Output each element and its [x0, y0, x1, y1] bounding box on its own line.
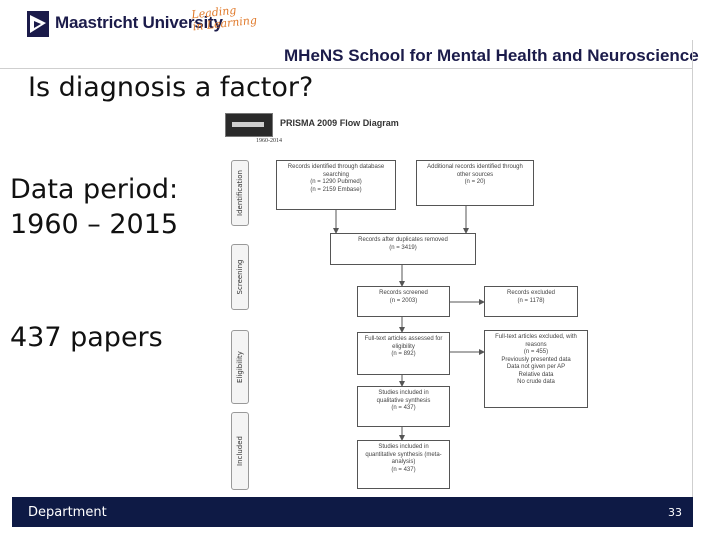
box-line: (n = 892)	[391, 351, 416, 357]
box-line: analysis)	[391, 459, 416, 465]
school-name: MHeNS School for Mental Health and Neuro…	[284, 46, 699, 65]
box-line: (n = 2159 Embase)	[310, 186, 362, 193]
prisma-thumbnail-image	[225, 113, 273, 137]
box-line: (n = 437)	[391, 405, 416, 411]
box-line: Relative data	[518, 371, 554, 378]
box-line: Records identified through database	[287, 164, 385, 170]
box-quantitative-synthesis: Studies included in quantitative synthes…	[357, 440, 450, 489]
box-line: Studies included in	[378, 390, 429, 396]
stage-label: Identification	[236, 170, 244, 216]
stage-included: Included	[231, 412, 249, 490]
box-line: Studies included in	[378, 444, 429, 450]
university-name: Maastricht University	[55, 13, 223, 32]
stage-label: Included	[236, 436, 244, 466]
stage-label: Screening	[236, 259, 244, 295]
box-line: Data not given per AP	[506, 364, 566, 370]
box-line: Full-text articles excluded, with	[495, 334, 577, 340]
footer-bar: Department 33	[12, 497, 693, 527]
box-line: Records after duplicates removed	[358, 237, 448, 243]
box-line: (n = 1290 Pubmed)	[310, 179, 362, 185]
box-line: Additional records identified through	[427, 164, 523, 170]
box-after-duplicates: Records after duplicates removed (n = 34…	[330, 233, 476, 265]
box-line: other sources	[456, 171, 494, 178]
box-line: Full-text articles assessed for	[364, 336, 443, 342]
tagline: Leading in Learning	[191, 3, 258, 34]
box-line: Records excluded	[506, 290, 556, 296]
box-line: Records screened	[379, 290, 428, 296]
data-period-range: 1960 – 2015	[10, 209, 179, 240]
slide-title: Is diagnosis a factor?	[28, 72, 314, 103]
right-divider	[692, 40, 693, 500]
box-additional-records: Additional records identified through ot…	[416, 160, 534, 206]
stage-screening: Screening	[231, 244, 249, 310]
box-line: qualitative synthesis	[376, 397, 431, 404]
papers-count: 437 papers	[10, 322, 163, 353]
page-number: 33	[668, 506, 682, 519]
box-line: (n = 437)	[391, 466, 416, 473]
box-records-identified: Records identified through database sear…	[276, 160, 396, 210]
stage-label: Eligibility	[236, 351, 244, 383]
box-fulltext-assessed: Full-text articles assessed for eligibil…	[357, 332, 450, 375]
box-records-screened: Records screened (n = 2003)	[357, 286, 450, 317]
university-logo-icon	[27, 11, 49, 37]
stage-eligibility: Eligibility	[231, 330, 249, 404]
data-period: Data period: 1960 – 2015	[10, 172, 178, 242]
department-label: Department	[28, 505, 107, 520]
box-qualitative-synthesis: Studies included in qualitative synthesi…	[357, 386, 450, 427]
prisma-subtitle: 1960-2014	[256, 138, 282, 144]
box-records-excluded: Records excluded (n = 1178)	[484, 286, 578, 317]
box-fulltext-excluded: Full-text articles excluded, with reason…	[484, 330, 588, 408]
box-line: (n = 1178)	[517, 297, 545, 304]
box-line: Previously presented data	[501, 356, 571, 363]
box-line: searching	[322, 171, 349, 178]
header-divider	[0, 68, 692, 69]
box-line: eligibility	[392, 343, 415, 350]
box-line: (n = 2003)	[389, 297, 418, 304]
box-line: No crude data	[517, 379, 555, 385]
stage-identification: Identification	[231, 160, 249, 226]
box-line: quantitative synthesis (meta-	[365, 451, 442, 458]
prisma-title: PRISMA 2009 Flow Diagram	[280, 118, 399, 128]
box-line: reasons	[525, 341, 547, 348]
box-line: (n = 20)	[464, 179, 486, 185]
box-line: (n = 455)	[523, 349, 549, 355]
data-period-label: Data period:	[10, 174, 179, 205]
box-line: (n = 3419)	[389, 244, 417, 251]
